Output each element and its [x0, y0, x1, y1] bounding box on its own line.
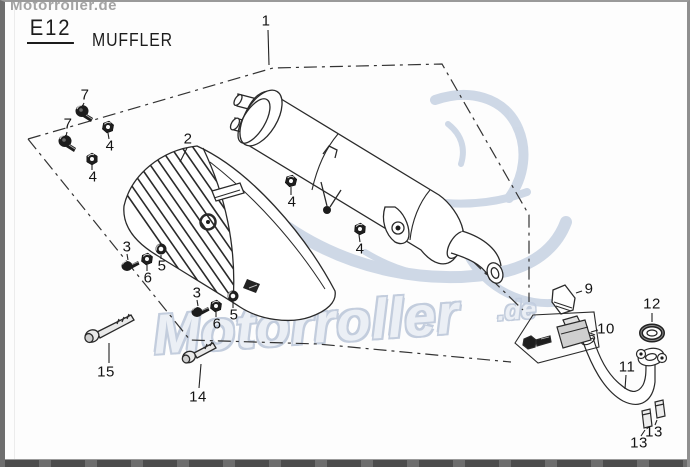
hex-bolt-3: [121, 260, 140, 272]
part-callout-12: 12: [643, 295, 661, 313]
part-callout-7: 7: [63, 115, 73, 133]
part-callout-15: 15: [97, 363, 115, 381]
part-callout-5: 5: [229, 306, 239, 324]
callout-leader-line: [179, 147, 188, 163]
hex-nut-6: [209, 298, 223, 314]
hex-nut-4: [101, 119, 115, 135]
page-title: MUFFLER: [92, 30, 173, 50]
part-callout-3: 3: [122, 238, 132, 256]
corner-watermark: Motorroller.de: [10, 0, 118, 14]
part-callout-7: 7: [80, 86, 90, 104]
part-callout-10: 10: [597, 320, 615, 338]
page-margin-rule: [14, 2, 15, 460]
hex-nut-4: [284, 173, 298, 189]
callout-layer-svg: [65, 29, 658, 437]
flange-bolt-7: [74, 104, 94, 123]
hex-nut-4: [86, 152, 98, 166]
rubber-mount: [551, 284, 576, 315]
part-callout-6: 6: [212, 315, 222, 333]
callout-leader-line: [65, 131, 68, 137]
window-bottom-edge: [5, 459, 687, 467]
long-bolt-15: [84, 313, 135, 344]
sensor-body: [556, 319, 592, 349]
part-callout-4: 4: [287, 193, 297, 211]
hanger-bracket: [320, 181, 342, 208]
shield-clip-nut: [243, 279, 260, 293]
callout-leader-line: [126, 253, 129, 261]
callout-leader-line: [198, 363, 202, 389]
part-callout-5: 5: [157, 257, 167, 275]
washer-5: [226, 289, 240, 303]
clamp-bracket: [322, 145, 338, 159]
callout-leader-line: [654, 419, 658, 426]
part-callout-11: 11: [618, 358, 636, 376]
callout-leader-line: [196, 299, 199, 307]
part-callout-14: 14: [189, 388, 207, 406]
callout-leader-line: [640, 429, 646, 437]
mount-ear: [382, 206, 410, 245]
part-callout-3: 3: [192, 284, 202, 302]
stud-bolts: [641, 399, 666, 429]
hex-nut-6: [140, 251, 154, 267]
part-callout-13: 13: [645, 423, 663, 441]
part-callout-2: 2: [183, 130, 193, 148]
callout-leader-line: [107, 132, 110, 140]
assembly-boundary: [27, 63, 530, 363]
flange-gasket: [639, 323, 665, 343]
sensor-bolt: [522, 335, 537, 350]
callout-leader-line: [81, 102, 85, 108]
callout-leader-line: [267, 29, 270, 66]
page-code: E12: [27, 15, 75, 44]
callout-leader-line: [575, 290, 583, 294]
callout-leader-line: [590, 329, 599, 333]
hex-bolt-3: [191, 306, 210, 318]
flange-bolt-7: [57, 134, 77, 153]
part-callout-1: 1: [261, 12, 271, 30]
part-callout-13: 13: [630, 434, 648, 452]
bolt-14: [181, 341, 217, 364]
hex-nut-4: [353, 222, 367, 236]
callout-leader-line: [358, 234, 361, 243]
part-callout-4: 4: [88, 168, 98, 186]
callout-leader-line: [624, 374, 627, 390]
fasteners: [57, 104, 367, 364]
part-callout-6: 6: [143, 269, 153, 287]
exhaust-header-pipe: [575, 330, 668, 405]
washer-5: [154, 242, 168, 256]
part-callout-9: 9: [584, 280, 594, 298]
part-callout-4: 4: [105, 137, 115, 155]
part-callout-4: 4: [355, 240, 365, 258]
diagram-artwork: [27, 29, 668, 437]
muffler-silencer: [229, 89, 504, 284]
sensor-box: [514, 311, 600, 364]
